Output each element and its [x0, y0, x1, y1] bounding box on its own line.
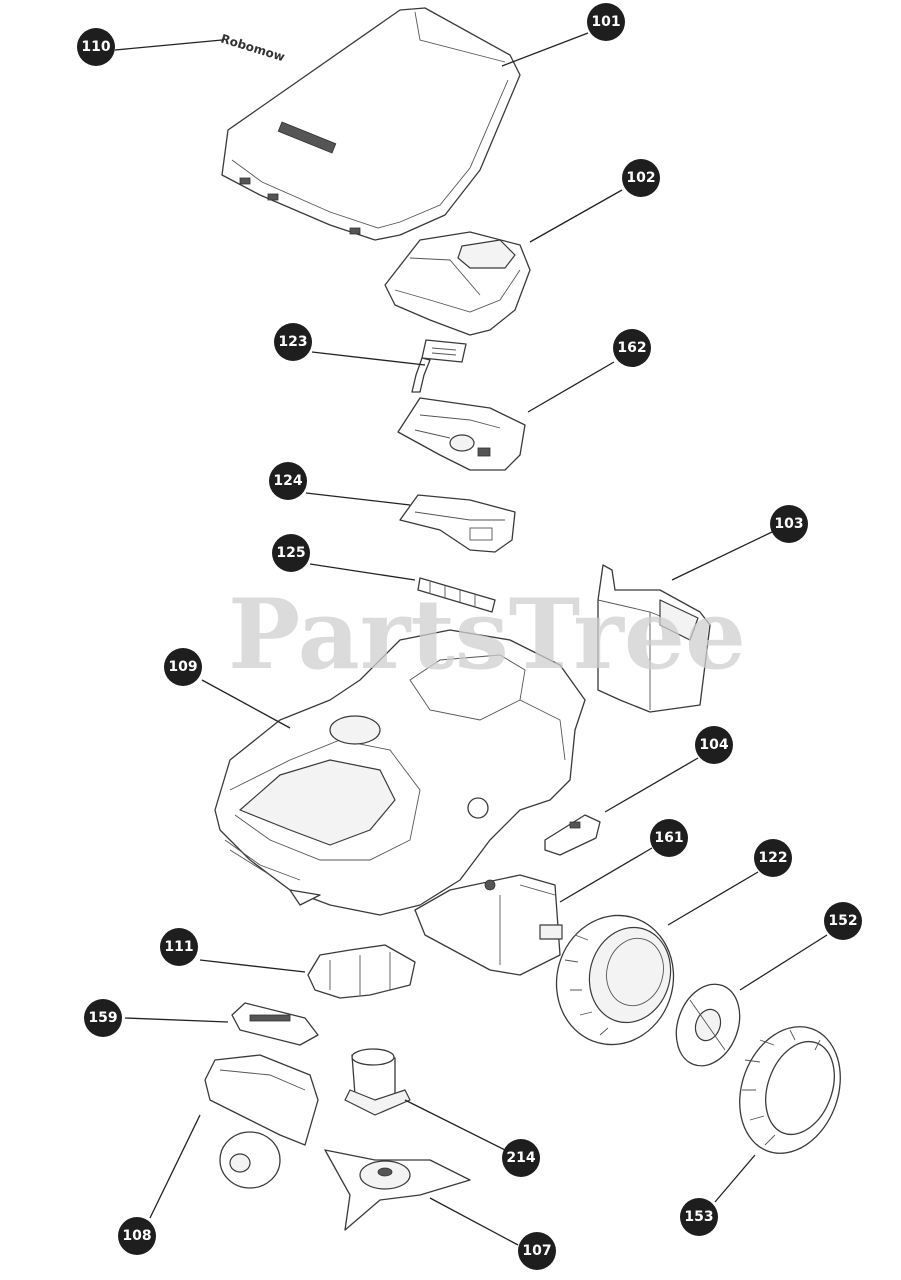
callout-159-label: 159 [88, 1010, 117, 1026]
part-103-battery-box[interactable] [597, 564, 711, 713]
callout-152-label: 152 [828, 913, 857, 929]
callout-161[interactable]: 161 [650, 819, 688, 857]
leader-159 [124, 1017, 229, 1023]
part-152-hub-cap[interactable] [665, 975, 750, 1074]
leader-111 [199, 959, 306, 973]
leader-152 [739, 934, 828, 991]
callout-108-label: 108 [122, 1228, 151, 1244]
callout-103[interactable]: 103 [770, 505, 808, 543]
callout-102-label: 102 [626, 170, 655, 186]
callout-102[interactable]: 102 [622, 159, 660, 197]
leader-153 [714, 1154, 756, 1203]
leader-102 [529, 189, 623, 243]
callout-109[interactable]: 109 [164, 648, 202, 686]
leader-214 [404, 1099, 506, 1151]
callout-109-label: 109 [168, 659, 197, 675]
leader-104 [604, 757, 699, 813]
part-109-chassis[interactable] [214, 629, 586, 916]
callout-122[interactable]: 122 [754, 839, 792, 877]
callout-104-label: 104 [699, 737, 728, 753]
callout-101-label: 101 [591, 14, 620, 30]
cover-logo [277, 121, 337, 154]
part-159-sensor-board[interactable] [231, 1002, 319, 1046]
part-101-top-cover[interactable] [221, 7, 521, 241]
part-111-bracket[interactable] [307, 944, 416, 999]
part-214-blade-motor[interactable] [344, 1048, 411, 1116]
callout-161-label: 161 [654, 830, 683, 846]
part-153-tread[interactable] [723, 1013, 858, 1168]
callout-153[interactable]: 153 [680, 1198, 718, 1236]
callout-214[interactable]: 214 [502, 1139, 540, 1177]
leader-123 [311, 351, 426, 366]
callout-152[interactable]: 152 [824, 902, 862, 940]
callout-101[interactable]: 101 [587, 3, 625, 41]
leader-109 [201, 679, 291, 729]
callout-107-label: 107 [522, 1243, 551, 1259]
part-123-display-flex[interactable] [411, 339, 467, 393]
callout-111-label: 111 [164, 939, 193, 955]
leader-124 [305, 492, 411, 506]
part-162-main-board[interactable] [397, 397, 526, 471]
part-161-drive-motor[interactable] [414, 874, 563, 976]
part-108-front-wheel-assembly[interactable] [204, 1054, 319, 1189]
callout-122-label: 122 [758, 850, 787, 866]
part-104-sensor-bracket[interactable] [544, 814, 601, 856]
callout-111[interactable]: 111 [160, 928, 198, 966]
part-122-drive-wheel[interactable] [542, 902, 688, 1058]
callout-159[interactable]: 159 [84, 999, 122, 1037]
leader-108 [149, 1114, 201, 1219]
callout-125[interactable]: 125 [272, 534, 310, 572]
part-124-board-holder[interactable] [399, 494, 516, 553]
callout-110[interactable]: 110 [77, 28, 115, 66]
callout-162[interactable]: 162 [613, 329, 651, 367]
callout-123-label: 123 [278, 334, 307, 350]
leader-107 [429, 1197, 519, 1246]
callout-107[interactable]: 107 [518, 1232, 556, 1270]
leader-101 [501, 32, 589, 67]
part-125-connector-strip[interactable] [417, 577, 496, 613]
callout-153-label: 153 [684, 1209, 713, 1225]
callout-125-label: 125 [276, 545, 305, 561]
leader-162 [527, 361, 615, 413]
callout-110-label: 110 [81, 39, 110, 55]
callout-214-label: 214 [506, 1150, 535, 1166]
callout-103-label: 103 [774, 516, 803, 532]
watermark-text: PartsTree [228, 578, 746, 691]
callout-124-label: 124 [273, 473, 302, 489]
callout-162-label: 162 [617, 340, 646, 356]
callout-123[interactable]: 123 [274, 323, 312, 361]
callout-124[interactable]: 124 [269, 462, 307, 500]
callout-104[interactable]: 104 [695, 726, 733, 764]
callout-108[interactable]: 108 [118, 1217, 156, 1255]
part-102-control-housing[interactable] [384, 231, 531, 336]
part-107-blade[interactable] [324, 1149, 471, 1231]
leader-122 [667, 871, 759, 926]
leader-103 [671, 531, 773, 581]
leader-110 [114, 39, 223, 51]
leader-125 [309, 563, 416, 581]
logo-badge-text: Robomow [219, 31, 286, 64]
leader-161 [559, 847, 653, 903]
leader-lines [114, 32, 828, 1246]
part-110-logo-badge[interactable]: Robomow [219, 31, 286, 64]
